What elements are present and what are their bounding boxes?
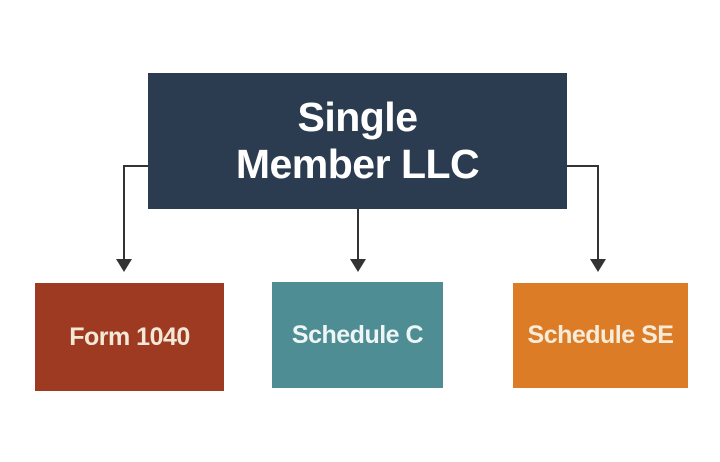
root-node-single-member-llc: Single Member LLC bbox=[148, 73, 567, 209]
child-node-form-1040: Form 1040 bbox=[35, 283, 224, 391]
child-node-schedule-c: Schedule C bbox=[272, 282, 443, 388]
connector-to-schedule-c bbox=[350, 209, 366, 272]
child-node-form-1040-label: Form 1040 bbox=[69, 322, 190, 351]
child-node-schedule-c-label: Schedule C bbox=[291, 320, 424, 349]
root-node-label-line1: Single bbox=[297, 93, 418, 140]
child-node-schedule-se: Schedule SE bbox=[513, 283, 688, 388]
root-node-label-line2: Member LLC bbox=[235, 141, 480, 187]
connector-to-schedule-se bbox=[567, 165, 606, 272]
connector-to-form-1040 bbox=[116, 165, 148, 272]
child-node-schedule-se-label: Schedule SE bbox=[527, 321, 674, 349]
